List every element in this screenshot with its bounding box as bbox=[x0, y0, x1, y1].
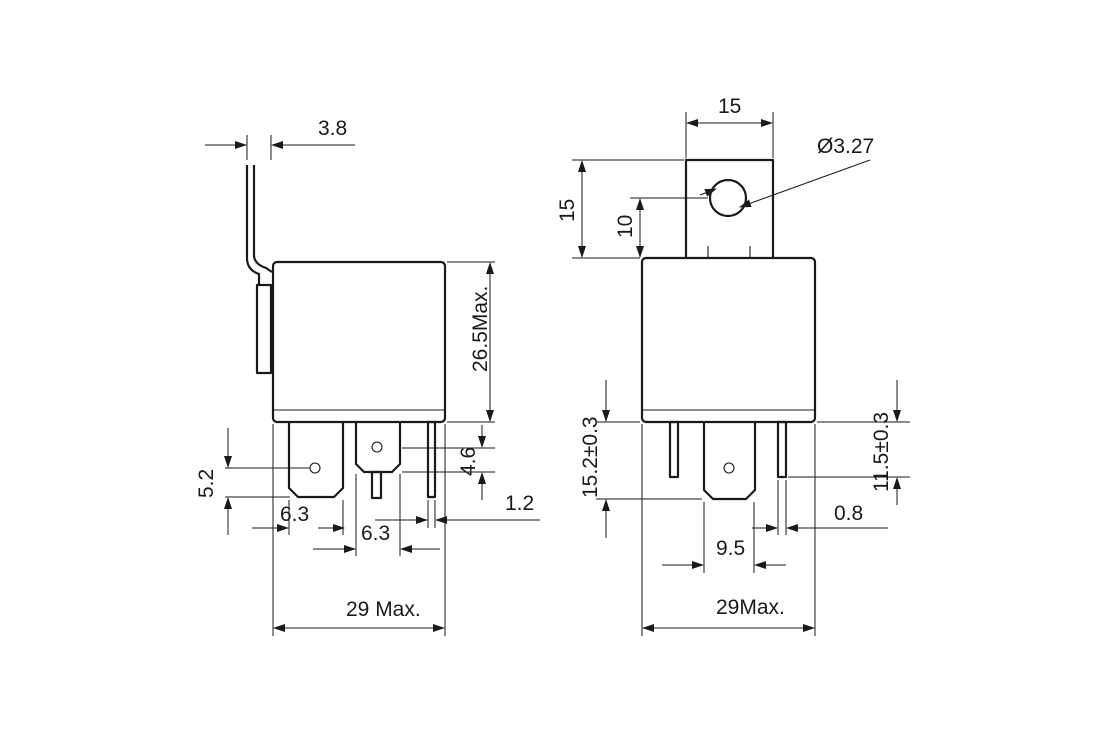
front-pin-left bbox=[668, 420, 680, 479]
front-pin-right bbox=[776, 420, 788, 479]
dim-terminal-length-side: 11.5±0.3 bbox=[870, 412, 893, 492]
dim-bracket-height: 15 bbox=[556, 199, 579, 222]
dim-hole-diameter: Ø3.27 bbox=[817, 135, 874, 158]
front-terminal-center-hole bbox=[723, 462, 735, 474]
side-terminal-mid-hole bbox=[371, 441, 383, 453]
side-terminal-mid-pin bbox=[370, 470, 383, 500]
dim-bracket-width: 15 bbox=[718, 95, 741, 118]
dim-hole-position: 10 bbox=[614, 215, 637, 238]
side-terminal-mid bbox=[354, 422, 402, 474]
side-bracket bbox=[245, 165, 273, 285]
side-view: 3.8 26.5Max. 4.6 5.2 6.3 6.3 bbox=[195, 117, 540, 636]
side-terminal-left-hole bbox=[309, 462, 321, 474]
dim-body-height: 26.5Max. bbox=[469, 286, 492, 372]
dim-terminal-width-mid: 6.3 bbox=[361, 522, 390, 545]
front-bracket-hole bbox=[708, 178, 748, 218]
dim-overall-width-front: 29Max. bbox=[716, 596, 785, 619]
side-bracket-clip bbox=[255, 283, 273, 375]
dim-overall-width-side: 29 Max. bbox=[346, 598, 421, 621]
dim-pin-width: 0.8 bbox=[834, 502, 863, 525]
front-relay-body bbox=[640, 256, 817, 424]
side-terminal-thin-pin bbox=[426, 420, 437, 499]
front-bracket bbox=[684, 158, 775, 258]
front-terminal-center bbox=[702, 422, 757, 501]
dim-pin-thickness: 1.2 bbox=[505, 492, 534, 515]
dim-terminal-length-center: 15.2±0.3 bbox=[579, 416, 602, 498]
dim-flange-offset: 3.8 bbox=[318, 117, 347, 140]
side-terminal-left bbox=[287, 422, 345, 499]
side-relay-body bbox=[271, 260, 447, 424]
dim-pin-spacing: 9.5 bbox=[716, 537, 745, 560]
dim-terminal-gap: 4.6 bbox=[457, 447, 480, 476]
front-view: 15 Ø3.27 15 10 15.2±0.3 11.5±0.3 0.8 bbox=[556, 95, 910, 636]
dim-terminal-width-left: 6.3 bbox=[280, 503, 309, 526]
dim-hole-height: 5.2 bbox=[195, 469, 218, 498]
